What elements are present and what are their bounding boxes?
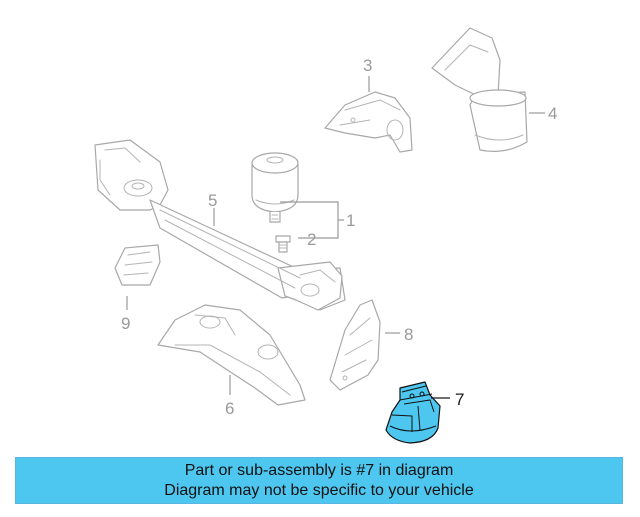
part-7-body: [385, 381, 441, 444]
callout-labels: 1 2 3 4 5 6 7 8 9: [121, 56, 557, 418]
part-9-bracket[interactable]: [114, 244, 161, 286]
banner-line-disclaimer: Diagram may not be specific to your vehi…: [164, 482, 474, 499]
callout-7: 7: [455, 390, 464, 409]
part-2-bolt[interactable]: [275, 235, 291, 253]
part-7-highlighted-mount[interactable]: [385, 381, 441, 444]
part-1-engine-mount[interactable]: [251, 152, 299, 223]
callout-3: 3: [363, 56, 372, 75]
callout-2: 2: [307, 230, 316, 249]
info-banner: Part or sub-assembly is #7 in diagram Di…: [15, 457, 623, 504]
part-8-bracket[interactable]: [329, 299, 381, 391]
part-4-mount[interactable]: [431, 27, 528, 152]
banner-line-part: Part or sub-assembly is #7 in diagram: [184, 462, 454, 479]
part-6-support[interactable]: [157, 304, 306, 406]
callout-1: 1: [346, 211, 355, 230]
part-3-bracket[interactable]: [324, 91, 413, 153]
part-5-crossmember[interactable]: [94, 139, 346, 311]
callout-4: 4: [548, 104, 557, 123]
callout-9: 9: [121, 314, 130, 333]
callout-8: 8: [404, 325, 413, 344]
callout-6: 6: [225, 399, 234, 418]
leader-lines: [126, 76, 545, 399]
callout-5: 5: [208, 191, 217, 210]
